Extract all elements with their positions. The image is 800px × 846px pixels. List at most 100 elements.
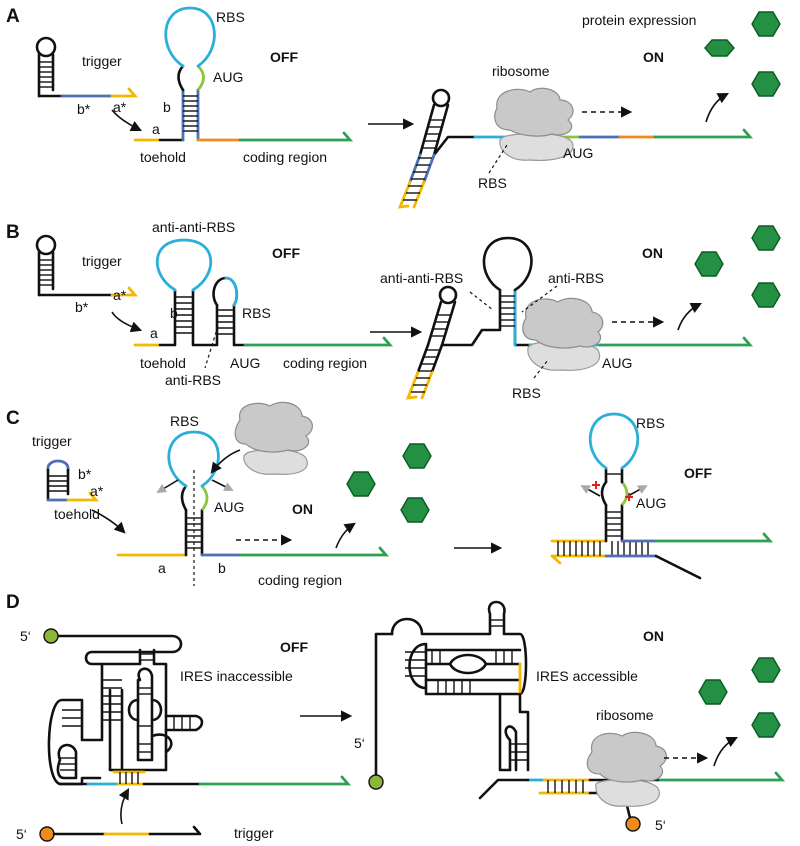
panel-a-protein-hex-3 xyxy=(751,71,781,97)
panel-b-coding-label: coding region xyxy=(283,355,367,371)
panel-b-aug-on-label: AUG xyxy=(602,355,632,371)
panel-a: A trigger b* a* xyxy=(6,6,781,209)
panel-c-block-mark-right xyxy=(625,493,633,501)
panel-a-on-label: ON xyxy=(643,49,664,65)
panel-b-protein-hex-3 xyxy=(751,282,781,308)
panel-c-off-label: OFF xyxy=(684,465,712,481)
panel-a-binding-arrow xyxy=(111,109,143,132)
panel-d-protein-hex-1 xyxy=(698,679,728,705)
panel-a-a-label: a xyxy=(152,121,160,137)
on-d-duplex-rungs xyxy=(547,780,584,793)
panel-c-a-star-label: a* xyxy=(90,483,104,499)
panel-d-expression-arrow xyxy=(713,736,739,767)
panel-b-anti-rbs-label: anti-RBS xyxy=(165,372,221,388)
panel-b-anti-rbs-pointer xyxy=(204,325,219,369)
panel-d-trigger xyxy=(39,825,202,842)
panel-a-switch xyxy=(133,6,354,142)
trigger-stem-rungs xyxy=(39,61,53,88)
panel-c-aug-off-label: AUG xyxy=(636,495,666,511)
panel-d-five-prime-green-on xyxy=(368,774,384,790)
panel-b-trigger-label: trigger xyxy=(82,253,122,269)
off-c-duplex-rungs xyxy=(557,541,649,556)
panel-d-on-label: ON xyxy=(643,628,664,644)
panel-c-block-mark-left xyxy=(592,481,600,489)
panel-d-trigger-label: trigger xyxy=(234,825,274,841)
panel-b-a-label: a xyxy=(150,325,158,341)
panel-c-binding-arrow xyxy=(91,509,126,534)
panel-c-switch xyxy=(116,430,390,586)
panel-c-b-star-label: b* xyxy=(78,466,92,482)
switch-b-stem2-rungs xyxy=(217,309,234,335)
panel-c-trigger-label: trigger xyxy=(32,433,72,449)
panel-a-protein-hex-1 xyxy=(704,39,735,57)
panel-c-letter: C xyxy=(6,408,20,429)
panel-b-protein-hex-1 xyxy=(694,251,724,277)
panel-b-toehold-label: toehold xyxy=(140,355,186,371)
panel-a-a-star-label: a* xyxy=(113,99,127,115)
panel-a-letter: A xyxy=(6,6,20,27)
panel-d-protein-hex-2 xyxy=(751,657,781,683)
panel-a-on-complex xyxy=(397,87,754,209)
on-b-stem-rungs xyxy=(500,295,515,327)
panel-a-coding-label: coding region xyxy=(243,149,327,165)
switch-stem-rungs xyxy=(183,95,198,132)
panel-c-on-label: ON xyxy=(292,501,313,517)
panel-c-off-complex xyxy=(550,412,774,580)
panel-a-b-star-label: b* xyxy=(77,101,91,117)
panel-b-on-complex xyxy=(405,236,754,400)
panel-d-five-prime-green xyxy=(43,628,59,644)
panel-c-free-ribosome xyxy=(234,401,313,475)
off-d-rungs-3 xyxy=(60,757,76,771)
panel-a-aug-label: AUG xyxy=(213,69,243,85)
panel-c-expression-arrow xyxy=(335,522,356,549)
panel-d-five-prime-top-label: 5‘ xyxy=(20,628,31,644)
panel-b-anti-anti-rbs-on-label: anti-anti-RBS xyxy=(380,270,463,286)
panel-d-ribosome-label: ribosome xyxy=(596,707,654,723)
panel-d-five-prime-bound-label: 5‘ xyxy=(655,817,666,833)
panel-c-protein-hex-2 xyxy=(402,443,432,469)
panel-a-b-label: b xyxy=(163,99,171,115)
panel-c-aug-label: AUG xyxy=(214,499,244,515)
trigger-b-rungs xyxy=(39,259,53,286)
panel-b-anti-anti-rbs-label: anti-anti-RBS xyxy=(152,219,235,235)
panel-c-ribosome-arrow xyxy=(210,449,241,474)
panel-b-anti-rbs-on-label: anti-RBS xyxy=(548,270,604,286)
panel-c-toehold-label: toehold xyxy=(54,506,100,522)
panel-b-rbs-on-label: RBS xyxy=(512,385,541,401)
panel-a-rbs-bound-label: RBS xyxy=(478,175,507,191)
panel-b-b-star-label: b* xyxy=(75,299,89,315)
panel-d-five-prime-orange-on xyxy=(625,816,641,832)
off-c-stem-rungs xyxy=(606,511,622,537)
panel-b-on-label: ON xyxy=(642,245,663,261)
panel-c-protein-hex-3 xyxy=(400,497,430,523)
panel-d-letter: D xyxy=(6,592,20,613)
panel-a-protein-label: protein expression xyxy=(582,12,696,28)
panel-b-protein-hex-2 xyxy=(751,225,781,251)
panel-d-five-prime-trigger-label: 5‘ xyxy=(16,826,27,842)
panel-a-trigger xyxy=(35,36,139,98)
off-d-rungs-2 xyxy=(138,687,191,753)
panel-b-a-star-label: a* xyxy=(113,287,127,303)
panel-a-toehold-label: toehold xyxy=(140,149,186,165)
panel-a-expression-arrow xyxy=(705,92,729,123)
panel-a-aug-bound-label: AUG xyxy=(563,145,593,161)
panel-d-off-label: OFF xyxy=(280,639,308,655)
panel-c-rbs-label: RBS xyxy=(170,413,199,429)
panel-b-expression-arrow xyxy=(677,302,703,331)
panel-d: D xyxy=(6,592,786,842)
panel-b-trigger xyxy=(35,234,139,297)
panel-c-rbs-off-label: RBS xyxy=(636,415,665,431)
panel-d-ires-inaccessible-label: IRES inaccessible xyxy=(180,668,293,684)
on-d-rungs-1 xyxy=(405,619,504,677)
panel-c-b-label: b xyxy=(218,560,226,576)
panel-b-switch xyxy=(133,238,394,347)
panel-b-aug-label: AUG xyxy=(230,355,260,371)
panel-b-binding-arrow xyxy=(111,311,143,333)
panel-a-trigger-label: trigger xyxy=(82,53,122,69)
panel-a-protein-hex-2 xyxy=(751,11,781,37)
on-d-rungs-2 xyxy=(431,650,513,694)
trigger-c-rungs xyxy=(48,475,68,492)
duplex-rungs xyxy=(403,119,443,201)
panel-b-rbs-label: RBS xyxy=(242,305,271,321)
